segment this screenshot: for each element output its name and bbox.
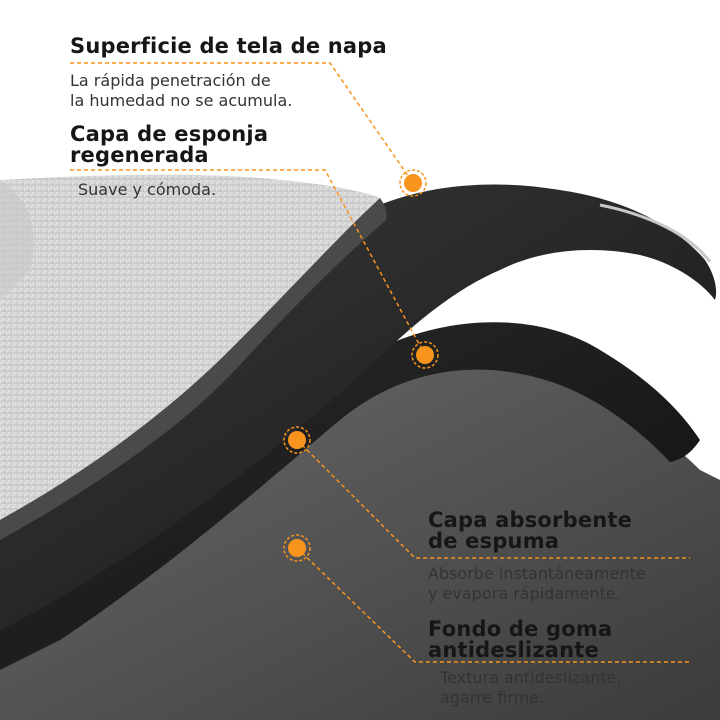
label-fabric-description: La rápida penetración de la humedad no s… xyxy=(70,71,370,111)
label-sponge-description: Suave y cómoda. xyxy=(78,180,216,200)
leader-line-rubber xyxy=(296,547,690,663)
label-fabric-title: Superficie de tela de napa xyxy=(70,36,387,57)
label-rubber-title-line-1: Fondo de goma xyxy=(428,617,613,641)
marker-foam xyxy=(283,426,311,454)
sponge-layer xyxy=(0,184,717,630)
label-rubber-desc-line-1: Textura antideslizante, xyxy=(440,668,622,687)
label-rubber-description: Textura antideslizante, agarre firme. xyxy=(440,668,710,708)
layer-markers xyxy=(283,169,439,562)
rubber-base-layer xyxy=(0,366,720,720)
label-foam-desc-line-1: Absorbe instantáneamente xyxy=(428,564,646,583)
marker-rubber xyxy=(283,534,311,562)
leader-lines xyxy=(70,62,690,663)
sponge-edge xyxy=(599,203,712,263)
foam-layer xyxy=(0,322,700,670)
fabric-backdrop xyxy=(0,0,720,210)
fabric-surface-layer xyxy=(0,174,380,520)
marker-sponge xyxy=(411,341,439,369)
label-rubber-desc-line-2: agarre firme. xyxy=(440,688,545,707)
label-sponge-desc-line-1: Suave y cómoda. xyxy=(78,180,217,199)
label-foam-desc-line-2: y evapora rápidamente. xyxy=(428,584,621,603)
leader-line-sponge xyxy=(70,169,426,356)
label-foam-description: Absorbe instantáneamente y evapora rápid… xyxy=(428,564,718,604)
label-fabric-desc-line-2: la humedad no se acumula. xyxy=(70,91,293,110)
label-rubber-title: Fondo de goma antideslizante xyxy=(428,619,698,661)
label-foam-title-line-2: de espuma xyxy=(428,529,560,553)
label-foam-title-line-1: Capa absorbente xyxy=(428,508,633,532)
marker-fabric xyxy=(399,169,427,197)
label-fabric-title-line: Superficie de tela de napa xyxy=(70,34,387,58)
label-foam-title: Capa absorbente de espuma xyxy=(428,510,698,552)
leader-line-foam xyxy=(296,439,690,559)
label-sponge-title-line-1: Capa de esponja xyxy=(70,122,269,146)
label-rubber-title-line-2: antideslizante xyxy=(428,638,599,662)
label-sponge-title: Capa de esponja regenerada xyxy=(70,124,350,166)
fabric-lower-edge xyxy=(0,198,387,540)
label-fabric-desc-line-1: La rápida penetración de xyxy=(70,71,271,90)
fabric-left-shadow xyxy=(0,180,34,300)
leader-line-fabric xyxy=(70,62,414,184)
label-sponge-title-line-2: regenerada xyxy=(70,143,209,167)
